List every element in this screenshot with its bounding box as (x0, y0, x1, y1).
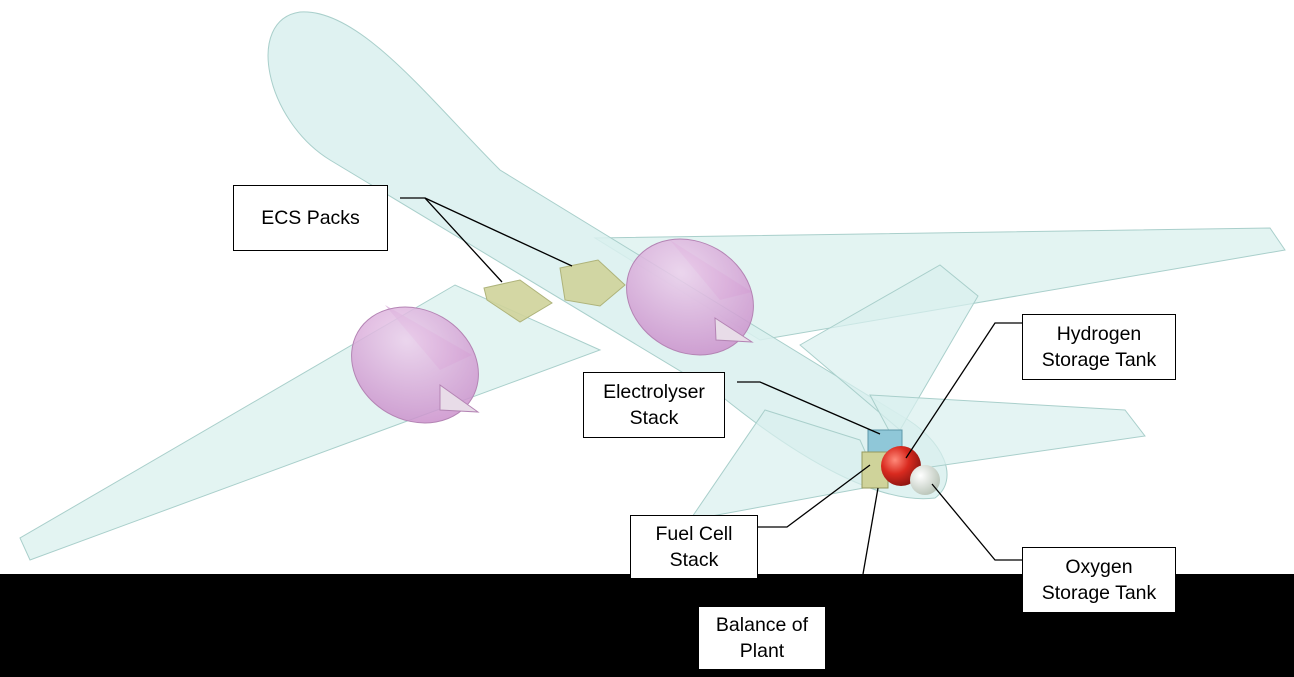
oxygen-storage-tank-text: Oxygen Storage Tank (1041, 556, 1157, 604)
fuselage (267, 11, 948, 500)
left-wing (19, 284, 602, 561)
leader-balance-of-plant (862, 487, 879, 575)
ecs-packs-text: ECS Packs (261, 207, 360, 229)
hydrogen-storage-tank-label: Hydrogen Storage Tank (1022, 314, 1176, 380)
ecs-pack-left (483, 279, 553, 323)
balance-of-plant-label: Balance of Plant (698, 606, 826, 670)
electrolyser-stack-label: Electrolyser Stack (583, 372, 725, 438)
oxygen-storage-tank-sphere (910, 465, 940, 495)
engine-nacelle-right (626, 238, 754, 356)
engine-nacelle-left (351, 305, 480, 424)
leader-fuel-cell (758, 464, 871, 528)
balance-of-plant-text: Balance of Plant (715, 614, 809, 662)
fuel-cell-stack-text: Fuel Cell Stack (655, 523, 733, 571)
leader-hydrogen (905, 322, 1023, 459)
fuel-cell-stack-label: Fuel Cell Stack (630, 515, 758, 579)
oxygen-storage-tank-label: Oxygen Storage Tank (1022, 547, 1176, 613)
ecs-packs-label: ECS Packs (233, 185, 388, 251)
vertical-tail (799, 264, 979, 431)
leader-lines (400, 197, 1023, 575)
leader-electrolyser (737, 381, 881, 435)
leader-oxygen (931, 483, 1023, 561)
hydrogen-storage-tank-text: Hydrogen Storage Tank (1041, 323, 1157, 371)
electrolyser-stack-text: Electrolyser Stack (603, 381, 705, 429)
ecs-pack-right (559, 259, 626, 307)
leader-ecs-2 (424, 197, 573, 267)
